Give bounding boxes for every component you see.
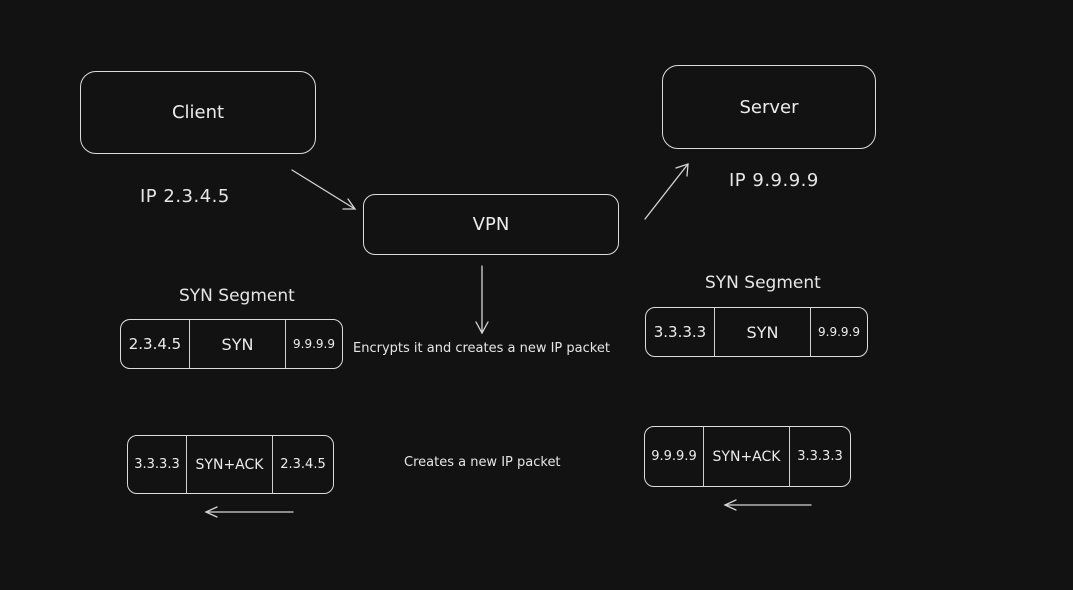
packet-src: 3.3.3.3 — [653, 323, 707, 341]
server-label: Server — [739, 96, 799, 118]
packet-dst: 2.3.4.5 — [272, 436, 333, 493]
packet-dst: 9.9.9.9 — [810, 308, 867, 356]
left-segment-title: SYN Segment — [179, 286, 295, 306]
client-to-vpn-arrow — [291, 169, 357, 210]
packet-flag: SYN — [714, 308, 810, 356]
left-return-arrow — [204, 506, 294, 518]
vpn-label: VPN — [472, 214, 510, 235]
client-node: Client — [80, 71, 316, 154]
packet-flag: SYN — [189, 320, 285, 368]
vpn-node: VPN — [363, 194, 619, 255]
client-ip-label: IP 2.3.4.5 — [140, 186, 230, 207]
packet-src: 3.3.3.3 — [134, 457, 180, 472]
packet-src: 2.3.4.5 — [128, 335, 182, 353]
packet-src: 9.9.9.9 — [651, 449, 697, 464]
packet-dst: 3.3.3.3 — [789, 427, 850, 486]
right-syn-packet: 3.3.3.3 SYN 9.9.9.9 — [645, 307, 868, 357]
left-synack-packet: 3.3.3.3 SYN+ACK 2.3.4.5 — [127, 435, 334, 494]
encrypts-note: Encrypts it and creates a new IP packet — [353, 341, 610, 356]
vpn-to-server-arrow — [644, 163, 689, 220]
right-return-arrow — [723, 499, 812, 511]
packet-dst: 9.9.9.9 — [285, 320, 342, 368]
right-synack-packet: 9.9.9.9 SYN+ACK 3.3.3.3 — [644, 426, 851, 487]
right-segment-title: SYN Segment — [705, 273, 821, 293]
left-syn-packet: 2.3.4.5 SYN 9.9.9.9 — [120, 319, 343, 369]
packet-flag: SYN+ACK — [703, 427, 789, 486]
client-label: Client — [171, 102, 225, 123]
creates-note: Creates a new IP packet — [404, 455, 561, 470]
server-node: Server — [662, 65, 876, 149]
packet-flag: SYN+ACK — [186, 436, 272, 493]
vpn-down-arrow — [475, 265, 489, 335]
server-ip-label: IP 9.9.9.9 — [729, 170, 819, 191]
